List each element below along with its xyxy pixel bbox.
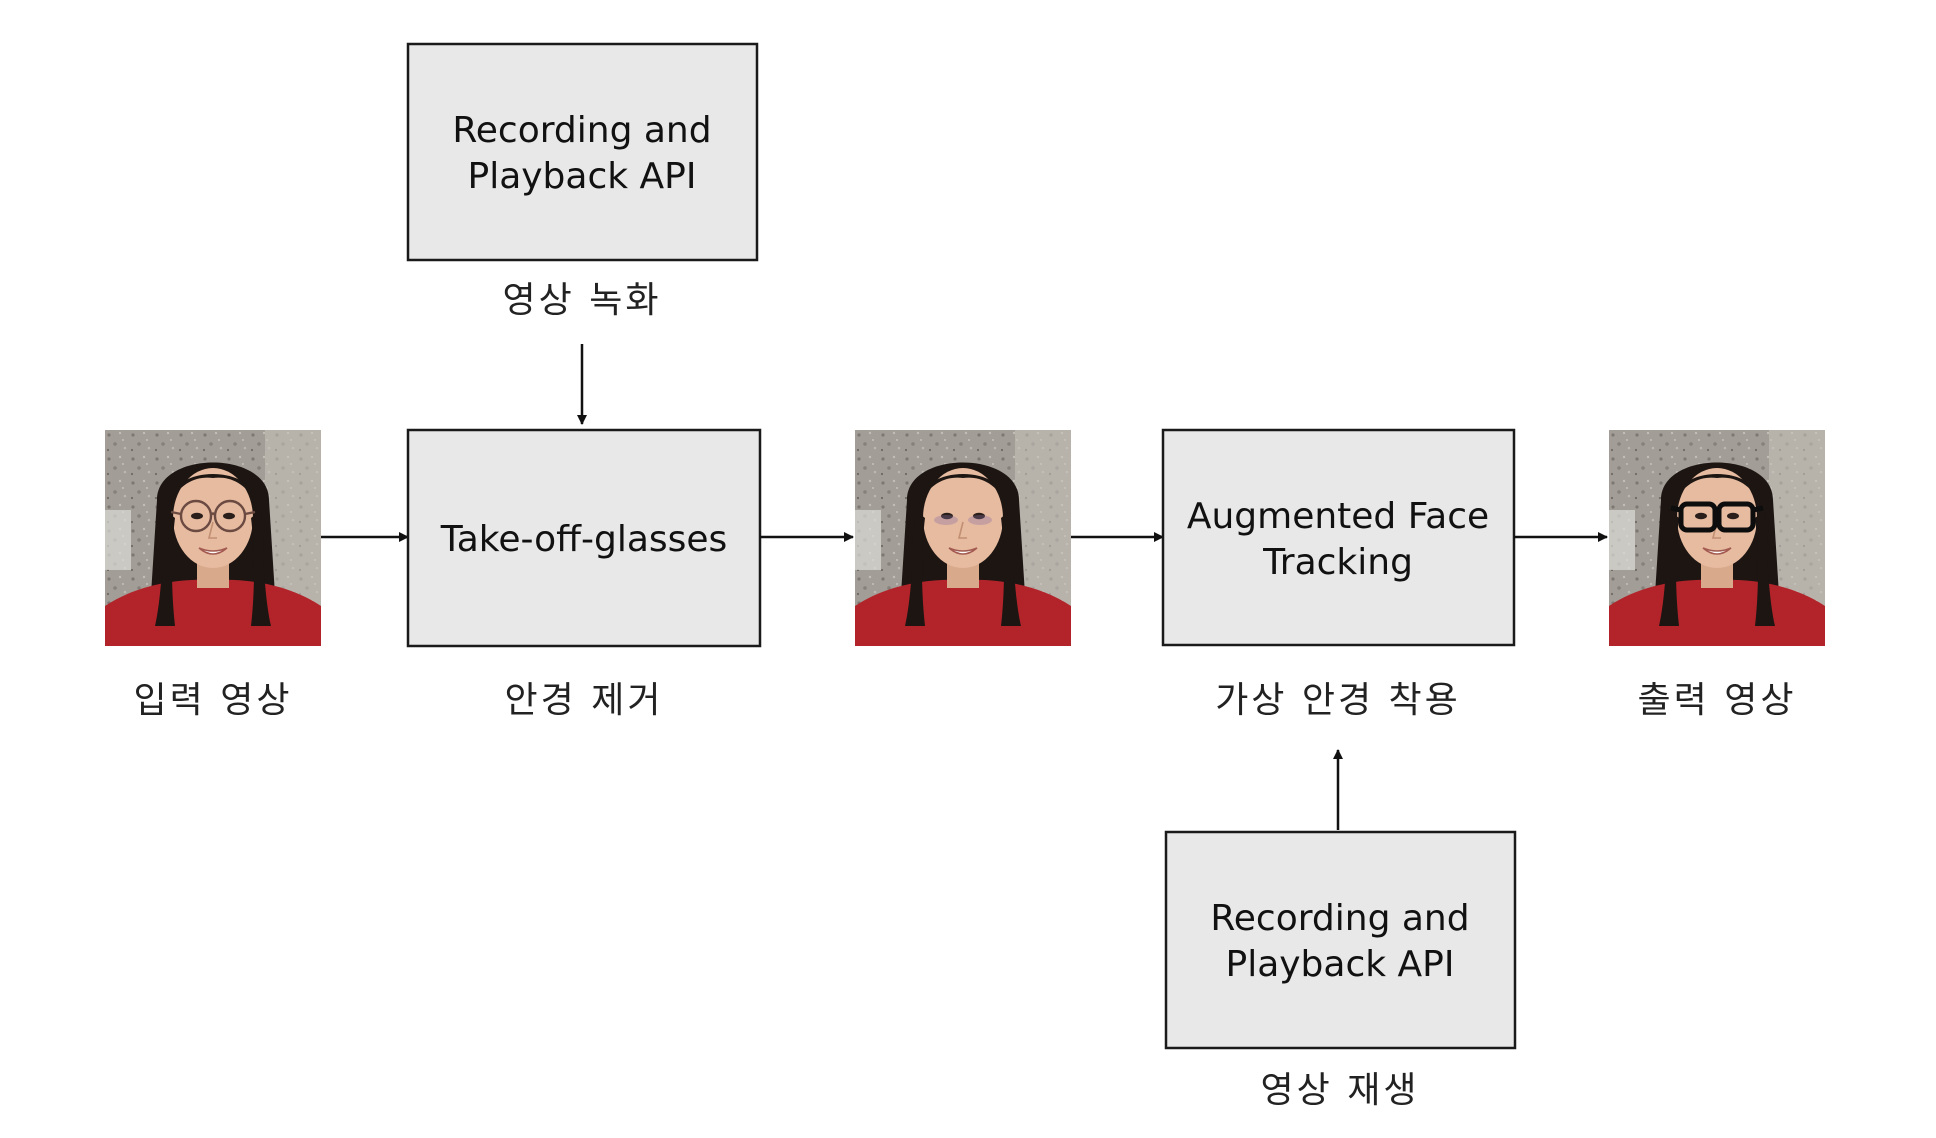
input-face-image [105,430,321,646]
round-glasses-icon [170,499,256,533]
take-off-glasses-box: Take-off-glasses [406,428,762,648]
black-glasses-icon [1670,501,1764,533]
glasses-removed-traces [934,515,992,525]
middle-face-image [855,430,1071,646]
box-label-line1: Recording and [452,110,711,151]
recording-playback-api-box-bottom: Recording and Playback API [1164,830,1517,1050]
box-label-line1: Augmented Face [1187,496,1489,537]
output-face-image [1609,430,1825,646]
caption-video-playback: 영상 재생 [1261,1070,1420,1111]
caption-input-video: 입력 영상 [134,680,293,721]
augmented-face-tracking-box: Augmented Face Tracking [1161,428,1516,647]
box-label-line1: Recording and [1210,898,1469,939]
box-label-line2: Tracking [1262,542,1413,583]
caption-remove-glasses: 안경 제거 [505,680,664,721]
box-label-line1: Take-off-glasses [440,519,728,560]
box-label-line2: Playback API [1225,944,1454,985]
box-label-line2: Playback API [467,156,696,197]
recording-playback-api-box-top: Recording and Playback API [406,42,759,262]
caption-output-video: 출력 영상 [1638,680,1797,721]
caption-video-record: 영상 녹화 [503,280,662,321]
caption-virtual-glasses: 가상 안경 착용 [1215,680,1461,721]
